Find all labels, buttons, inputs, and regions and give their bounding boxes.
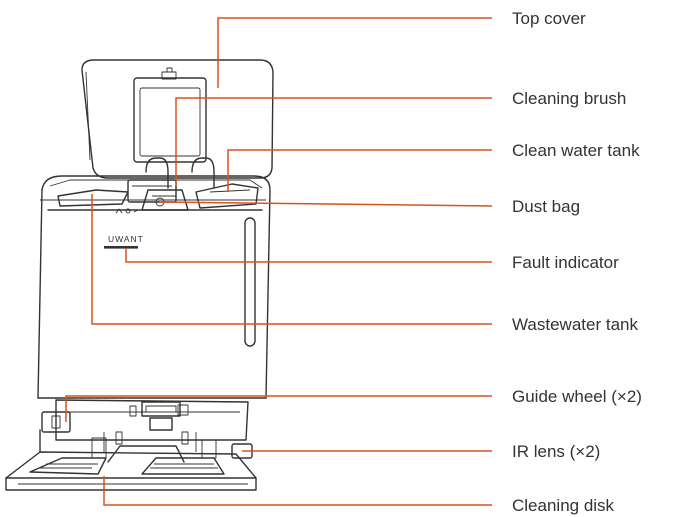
leader-cleaning-brush (175, 97, 492, 186)
top-cover-part (81, 59, 274, 179)
leader-fault-indicator (125, 248, 492, 263)
leader-top-cover (217, 17, 492, 88)
leader-guide-wheel (65, 395, 492, 422)
leader-lines (65, 17, 493, 506)
label-wastewater-tank: Wastewater tank (512, 315, 638, 334)
leader-wastewater-tank (91, 194, 492, 325)
leader-clean-water-tank (227, 149, 492, 192)
callout-labels: Top cover Cleaning brush Clean water tan… (512, 9, 642, 515)
brand-logo: UWANT (108, 234, 144, 244)
leader-cleaning-disk (103, 476, 492, 506)
control-icons (115, 208, 139, 214)
cleaning-bay (37, 397, 267, 459)
label-cleaning-brush: Cleaning brush (512, 89, 626, 108)
label-dust-bag: Dust bag (512, 197, 580, 216)
label-fault-indicator: Fault indicator (512, 253, 619, 272)
label-clean-water-tank: Clean water tank (512, 141, 640, 160)
leader-dust-bag (159, 201, 493, 207)
base-station-illustration: UWANT (5, 59, 274, 491)
label-guide-wheel: Guide wheel (×2) (512, 387, 642, 406)
label-top-cover: Top cover (512, 9, 586, 28)
label-ir-lens: IR lens (×2) (512, 442, 600, 461)
fault-indicator-light (104, 246, 138, 249)
top-compartments (49, 179, 263, 211)
label-cleaning-disk: Cleaning disk (512, 496, 615, 515)
cleaning-disk-tray (5, 437, 257, 491)
